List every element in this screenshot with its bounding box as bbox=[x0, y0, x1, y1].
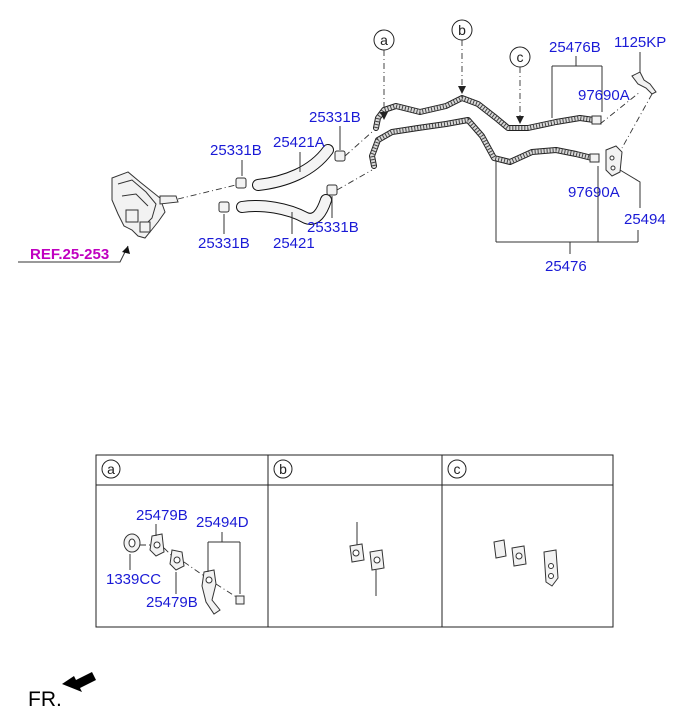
cooler-tube-lower bbox=[369, 117, 595, 169]
detail-header-b: b bbox=[273, 459, 293, 479]
part-label-25421[interactable]: 25421 bbox=[273, 235, 315, 252]
svg-text:c: c bbox=[454, 461, 461, 477]
part-label-25331B-left[interactable]: 25331B bbox=[210, 142, 262, 159]
detail-label-25479B-bottom[interactable]: 25479B bbox=[146, 594, 198, 611]
clamp-25331B-top bbox=[334, 150, 346, 162]
part-label-1125KP[interactable]: 1125KP bbox=[614, 34, 666, 51]
detail-label-25479B-top[interactable]: 25479B bbox=[136, 507, 188, 524]
detail-c-clip-assembly bbox=[493, 539, 559, 587]
cooler-tube-upper bbox=[373, 95, 597, 131]
detail-label-1339CC[interactable]: 1339CC bbox=[106, 571, 161, 588]
detail-a-clip-25479B-top bbox=[149, 533, 165, 557]
part-label-97690A-bottom[interactable]: 97690A bbox=[568, 184, 620, 201]
part-label-25331B-top[interactable]: 25331B bbox=[309, 109, 361, 126]
svg-text:a: a bbox=[107, 461, 115, 477]
detail-label-25494D[interactable]: 25494D bbox=[196, 514, 249, 531]
detail-a-clip-25479B-bottom bbox=[169, 549, 185, 571]
hose-25421A bbox=[252, 144, 334, 191]
front-arrow-icon bbox=[62, 672, 96, 692]
detail-header-c: c bbox=[447, 459, 467, 479]
ref-label-group[interactable]: REF.25-253 bbox=[18, 245, 130, 263]
part-label-97690A-top[interactable]: 97690A bbox=[578, 87, 630, 104]
svg-text:b: b bbox=[279, 461, 287, 477]
svg-text:c: c bbox=[517, 49, 524, 65]
detail-header-a: a bbox=[101, 459, 121, 479]
ref-link[interactable]: REF.25-253 bbox=[30, 246, 109, 263]
front-direction-indicator: FR. bbox=[28, 672, 96, 711]
bolt-1125KP bbox=[631, 71, 657, 95]
detail-a-bracket-25494D bbox=[201, 569, 221, 615]
fr-label: FR. bbox=[28, 688, 62, 711]
clamp-25331B-left bbox=[235, 177, 247, 189]
detail-a-grommet-1339CC bbox=[123, 533, 141, 553]
part-label-25494[interactable]: 25494 bbox=[624, 211, 666, 228]
part-label-25331B-bottom-left[interactable]: 25331B bbox=[198, 235, 250, 252]
bracket-25494 bbox=[605, 145, 623, 177]
detail-a-bolt bbox=[235, 595, 245, 605]
detail-table bbox=[95, 454, 614, 628]
radiator-bracket-part bbox=[111, 171, 179, 239]
part-label-25421A[interactable]: 25421A bbox=[273, 134, 325, 151]
callout-b[interactable]: b bbox=[451, 19, 473, 41]
svg-text:a: a bbox=[380, 32, 388, 48]
callout-c[interactable]: c bbox=[509, 46, 531, 68]
clamp-25331B-bottom-left bbox=[218, 201, 230, 213]
clamp-25331B-bottom-right bbox=[326, 184, 338, 196]
hose-25421 bbox=[236, 194, 332, 225]
part-label-25476B[interactable]: 25476B bbox=[549, 39, 601, 56]
callout-a[interactable]: a bbox=[373, 29, 395, 51]
detail-b-clip-assembly bbox=[349, 522, 385, 596]
part-label-25331B-bottom-right[interactable]: 25331B bbox=[307, 219, 359, 236]
svg-text:b: b bbox=[458, 22, 466, 38]
part-label-25476[interactable]: 25476 bbox=[545, 258, 587, 275]
